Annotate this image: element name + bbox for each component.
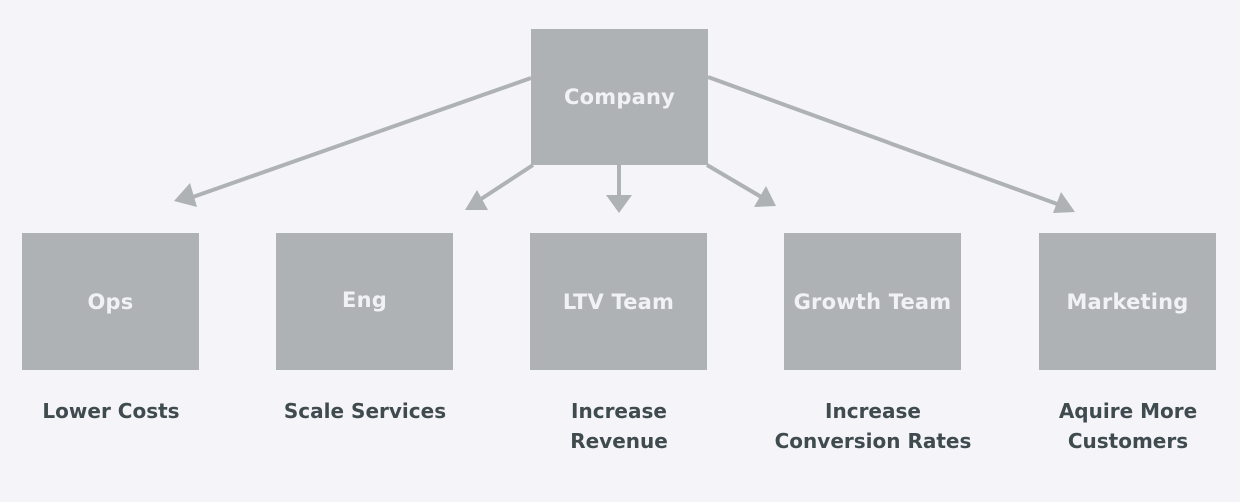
goal-marketing: Aquire More Customers: [1008, 396, 1240, 456]
goal-ltv-team-line-1: Increase: [571, 399, 667, 423]
connector-eng: [476, 163, 535, 203]
goal-eng-line-1: Scale Services: [283, 399, 447, 423]
node-eng: Eng: [276, 233, 453, 370]
arrowhead-ops-icon: [174, 183, 197, 207]
node-growth-team-label: Growth Team: [793, 289, 952, 314]
node-marketing-label: Marketing: [1066, 289, 1189, 314]
goal-growth-team: Increase Conversion Rates: [753, 396, 993, 456]
arrowhead-ltv-icon: [606, 195, 632, 213]
goal-ltv-team-line-2: Revenue: [570, 429, 668, 453]
goal-ops: Lower Costs: [0, 396, 231, 426]
goal-marketing-line-2: Customers: [1067, 429, 1189, 453]
node-company: Company: [531, 29, 708, 165]
connector-growth: [705, 163, 765, 200]
arrowhead-eng-icon: [465, 190, 488, 210]
goal-marketing-line-1: Aquire More: [1058, 399, 1198, 423]
node-growth-team: Growth Team: [784, 233, 961, 370]
node-company-label: Company: [564, 85, 675, 109]
arrowhead-growth-icon: [754, 186, 776, 207]
connector-ops: [189, 76, 532, 200]
arrowhead-marketing-icon: [1053, 192, 1075, 213]
goal-eng: Scale Services: [245, 396, 485, 426]
node-ltv-team-label: LTV Team: [562, 289, 675, 314]
connector-marketing: [707, 75, 1061, 207]
goal-growth-team-line-2: Conversion Rates: [774, 429, 972, 453]
node-ops-label: Ops: [87, 289, 134, 314]
node-ops: Ops: [22, 233, 199, 370]
node-marketing: Marketing: [1039, 233, 1216, 370]
node-ltv-team: LTV Team: [530, 233, 707, 370]
node-eng-label: Eng: [342, 287, 387, 312]
goal-ltv-team: Increase Revenue: [499, 396, 739, 456]
goal-ops-line-1: Lower Costs: [42, 399, 180, 423]
goal-growth-team-line-1: Increase: [825, 399, 921, 423]
